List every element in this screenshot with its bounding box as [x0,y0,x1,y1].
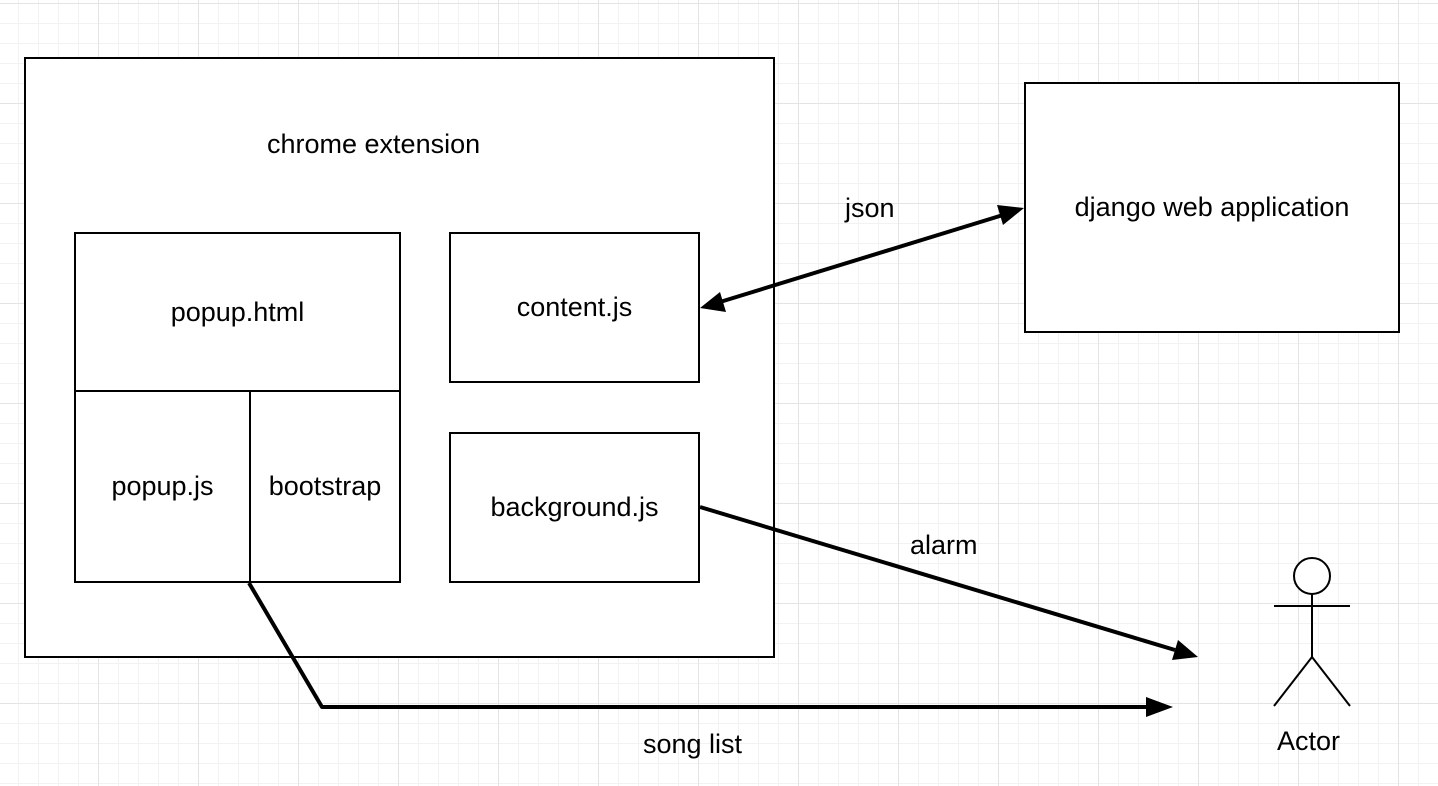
background-js-node[interactable]: background.js [449,432,700,583]
popup-js-node[interactable]: popup.js [74,390,251,583]
django-web-application-node[interactable]: django web application [1024,82,1400,333]
background-js-label: background.js [490,492,659,522]
actor-label: Actor [1277,726,1341,756]
actor-left-leg [1273,656,1313,707]
json-edge-arrowhead-django [997,205,1024,225]
alarm-edge[interactable] [699,505,1198,660]
actor-right-leg [1311,656,1351,707]
django-web-application-label: django web application [1074,192,1350,222]
actor-head [1293,557,1331,595]
popup-js-label: popup.js [111,471,214,501]
content-js-label: content.js [516,292,633,322]
bootstrap-node[interactable]: bootstrap [249,390,401,583]
alarm-edge-label: alarm [910,530,978,560]
actor-figure[interactable] [1273,557,1351,707]
song-list-edge-label: song list [643,729,743,759]
json-edge-arrowhead-content [700,292,726,312]
bootstrap-label: bootstrap [268,471,382,501]
content-js-node[interactable]: content.js [449,232,700,383]
json-edge-label: json [845,193,895,223]
chrome-extension-label: chrome extension [267,129,481,159]
json-edge[interactable] [700,205,1024,312]
song-list-edge-arrowhead [1146,697,1173,717]
song-list-edge[interactable] [247,581,1173,717]
alarm-edge-arrowhead [1172,640,1198,660]
popup-html-label: popup.html [170,296,305,327]
